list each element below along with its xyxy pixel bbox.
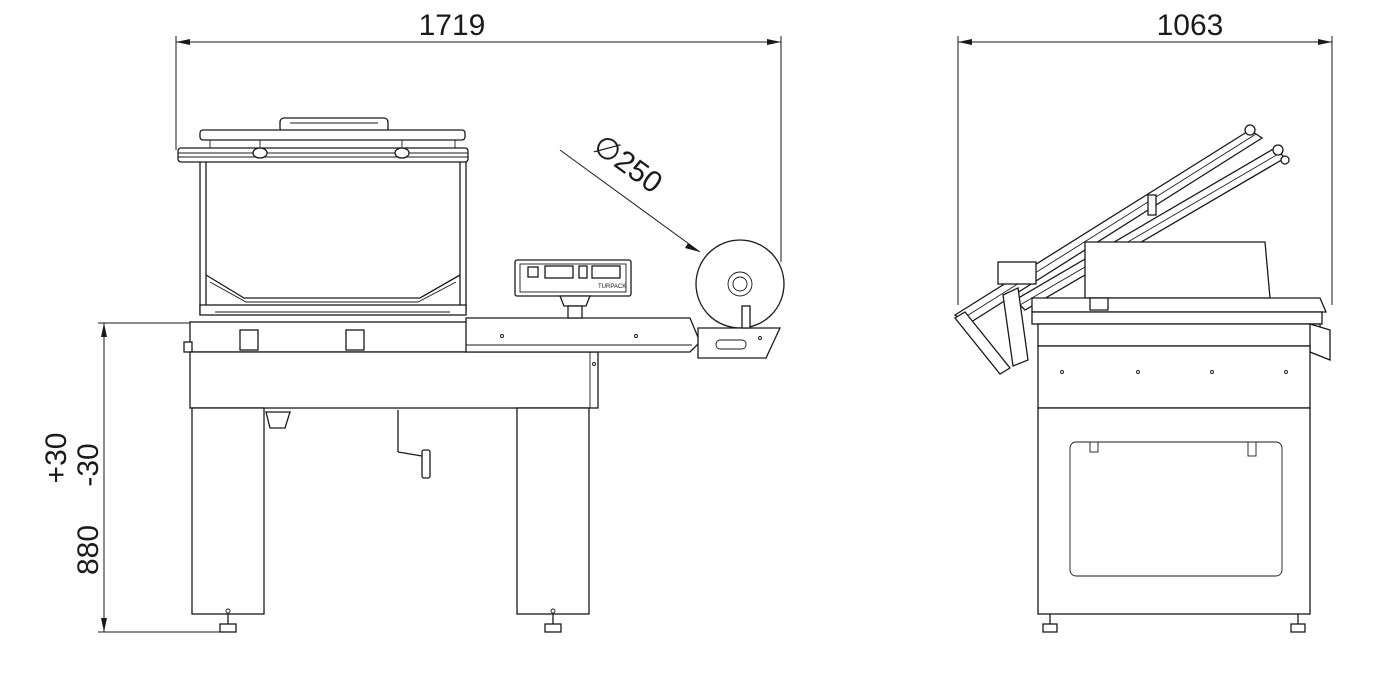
brand-plate: TURPACK [598,284,626,290]
gas-strut [954,287,1029,375]
height-main-label: 880 [72,525,105,575]
dimension-height: 880 -30 +30 [40,322,232,633]
front-view: TURPACK [177,117,785,633]
film-roll [695,239,785,359]
control-panel: TURPACK [514,259,632,319]
side-body [1037,345,1311,409]
dimension-front-width: 1719 [175,9,782,262]
machine-body [189,351,599,409]
dimension-side-width: 1063 [957,9,1333,305]
dimension-roll-diameter: ∅250 [559,129,701,253]
side-hood [997,241,1271,299]
film-tray [465,317,701,353]
side-view [953,124,1331,633]
hood-frame [199,162,467,316]
height-tolerance-minus-label: -30 [72,443,105,486]
side-table-top [1031,297,1331,361]
side-cabinet [1037,407,1311,633]
front-legs [191,407,590,633]
side-width-label: 1063 [1157,9,1224,42]
sealing-frame [177,117,469,163]
crank-handle [397,410,431,479]
height-tolerance-plus-label: +30 [40,433,73,484]
table-top [183,321,471,353]
front-width-label: 1719 [419,9,486,42]
roll-diameter-label: ∅250 [587,129,668,200]
